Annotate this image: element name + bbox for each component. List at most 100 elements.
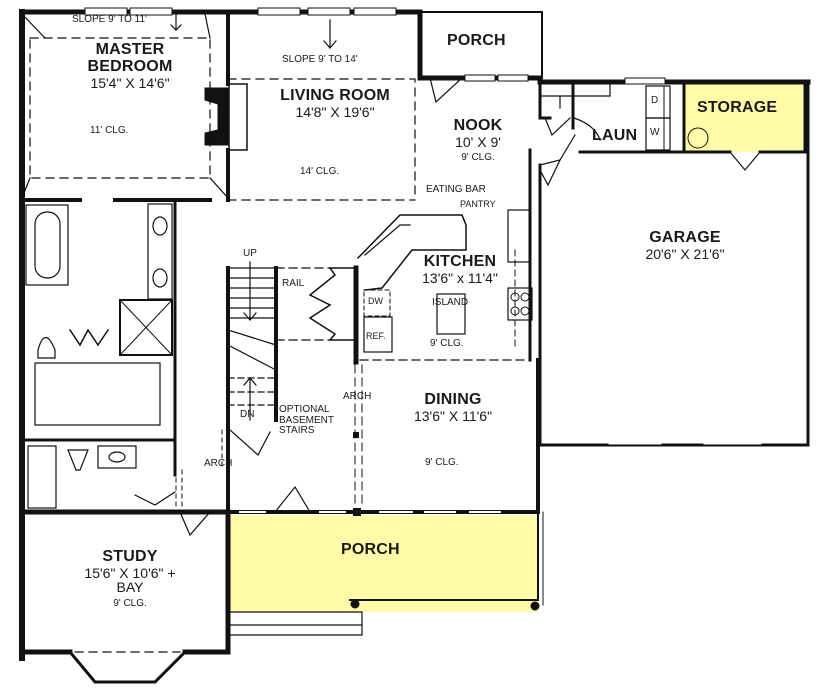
- room-name-front-porch: PORCH: [341, 541, 400, 558]
- room-name: MASTER: [95, 41, 165, 58]
- ceiling-height: 9' CLG.: [425, 457, 459, 468]
- window: [84, 7, 128, 16]
- eating-bar: [356, 214, 467, 291]
- room-dimensions: 15'6" X 10'6" +: [84, 564, 176, 581]
- room-name: KITCHEN: [423, 253, 497, 270]
- room-name: GARAGE: [649, 229, 721, 246]
- window: [353, 7, 397, 16]
- washer-label: W: [650, 127, 660, 138]
- window: [624, 77, 666, 85]
- eating-bar-label: EATING BAR: [426, 184, 486, 195]
- stairs-down-label: DN: [240, 409, 255, 420]
- bath-wall: [20, 198, 177, 442]
- rail-label: RAIL: [282, 278, 305, 289]
- room-study: STUDY 15'6" X 10'6" + BAY 9' CLG.: [60, 548, 200, 610]
- window: [129, 7, 173, 16]
- interior-wall: [538, 80, 575, 120]
- tub: [27, 445, 57, 509]
- porch-rear-wall: [419, 11, 543, 79]
- room-name: STUDY: [102, 548, 158, 565]
- refrigerator-label: REF.: [366, 331, 386, 341]
- window: [464, 74, 496, 82]
- room-living-room: LIVING ROOM 14'8" X 19'6": [255, 87, 415, 120]
- dishwasher: [363, 289, 391, 317]
- closet: [308, 266, 357, 342]
- refrigerator: [363, 316, 393, 353]
- room-name-storage: STORAGE: [697, 99, 778, 116]
- slope-arrow: [323, 19, 337, 49]
- watermark: [622, 452, 812, 466]
- storage-fill: [684, 82, 805, 152]
- bay-window: [67, 649, 188, 684]
- sink: [152, 268, 168, 288]
- arch-post: [353, 432, 359, 438]
- room-master-bedroom: MASTER BEDROOM 15'4" X 14'6": [60, 41, 200, 91]
- ceiling-height: 9' CLG.: [113, 598, 147, 610]
- door-swing: [179, 511, 211, 537]
- washer: [645, 117, 671, 151]
- door-swing: [274, 485, 311, 513]
- room-name: DINING: [424, 391, 482, 408]
- arch-label: ARCH: [204, 458, 233, 469]
- window: [497, 74, 529, 82]
- room-kitchen: KITCHEN 13'6" x 11'4": [405, 253, 515, 286]
- bay-label: BAY: [116, 579, 144, 596]
- ceiling-height: 14' CLG.: [300, 166, 340, 177]
- toilet: [37, 336, 56, 359]
- room-name: BEDROOM: [87, 57, 173, 75]
- door-swing: [134, 491, 176, 506]
- vanity: [97, 445, 137, 469]
- down-arrow: [243, 377, 257, 421]
- room-dining: DINING 13'6" X 11'6": [393, 391, 513, 423]
- living-slope-note: SLOPE 9' TO 14': [282, 54, 358, 65]
- sink: [152, 216, 168, 236]
- master-slope-note: SLOPE 9' TO 11': [72, 14, 147, 25]
- garage-wall: [538, 80, 810, 447]
- note-line: STAIRS: [279, 425, 315, 436]
- rail: [275, 267, 331, 341]
- ceiling-line: [227, 78, 416, 201]
- basement-stairs-note: OPTIONAL BASEMENT STAIRS: [279, 404, 335, 437]
- room-dimensions: 13'6" x 11'4": [422, 269, 498, 286]
- column: [350, 599, 360, 609]
- fireplace: [204, 87, 229, 146]
- window: [307, 7, 351, 16]
- room-dimensions: 15'4" X 14'6": [90, 74, 170, 91]
- stairs-up-label: UP: [243, 248, 257, 259]
- room-dimensions: 10' X 9': [455, 133, 501, 150]
- stair-wall: [226, 266, 278, 422]
- steps: [227, 611, 363, 636]
- hearth: [228, 83, 248, 151]
- vanity: [147, 203, 173, 300]
- stair-treads: [227, 267, 277, 371]
- ceiling-line: [21, 13, 229, 199]
- note-line: BASEMENT: [279, 414, 335, 426]
- tub-inner: [34, 211, 61, 279]
- water-heater: [687, 127, 709, 149]
- room-name: NOOK: [453, 117, 503, 134]
- window: [257, 7, 301, 16]
- cabinet: [539, 81, 611, 109]
- ceiling-height: 9' CLG.: [430, 338, 464, 349]
- island: [436, 293, 466, 335]
- note-line: OPTIONAL: [279, 404, 330, 415]
- door-swing: [539, 134, 576, 187]
- column: [530, 601, 540, 611]
- room-dimensions: 14'8" X 19'6": [295, 103, 375, 120]
- dishwasher-label: DW: [368, 296, 383, 306]
- range: [507, 287, 533, 321]
- up-arrow: [243, 261, 257, 321]
- door-swing: [429, 77, 463, 104]
- ceiling-height: 11' CLG.: [90, 125, 129, 136]
- room-name: LIVING ROOM: [280, 87, 390, 104]
- ceiling-line: [29, 37, 211, 179]
- island-label: ISLAND: [432, 297, 469, 308]
- bathtub: [25, 204, 69, 286]
- shower: [119, 299, 173, 356]
- door-swing: [729, 151, 761, 171]
- slope-arrow: [170, 13, 182, 31]
- room-name-rear-porch: PORCH: [447, 32, 506, 49]
- room-nook: NOOK 10' X 9' 9' CLG.: [438, 117, 518, 164]
- pantry: [507, 209, 531, 263]
